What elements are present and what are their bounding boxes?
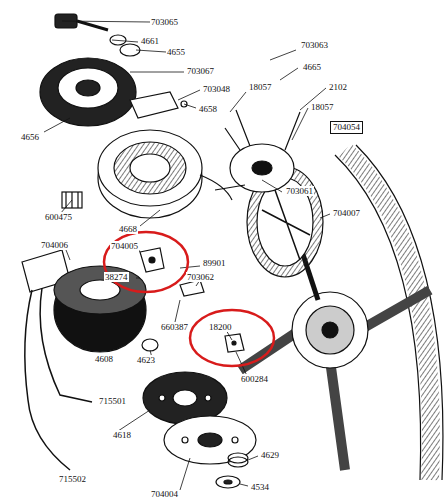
illustration-part (292, 292, 368, 368)
illustration-part (190, 310, 274, 366)
illustration-part (130, 154, 170, 182)
illustration-part (228, 457, 248, 467)
illustration-part (22, 14, 443, 490)
callout-number: 89901 (202, 258, 227, 268)
illustration-part (262, 190, 310, 260)
callout-number: 18200 (208, 322, 233, 332)
illustration-part (232, 341, 236, 345)
illustration-part (149, 257, 155, 263)
illustration-part (140, 248, 164, 272)
callout-number: 703065 (150, 17, 179, 27)
callout-number: 4665 (302, 62, 322, 72)
callout-number: 704005 (110, 241, 139, 251)
illustration-part (164, 416, 256, 464)
callout-number: 4668 (118, 224, 138, 234)
illustration-part (40, 58, 136, 126)
callout-number: 703048 (202, 84, 231, 94)
callout-number: 4534 (250, 482, 270, 492)
illustration-part (77, 21, 108, 30)
callout-number: 703062 (186, 272, 215, 282)
callout-number: 4655 (166, 47, 186, 57)
callout-number: 704007 (332, 208, 361, 218)
illustration-part (216, 476, 240, 488)
callout-number: 715502 (58, 474, 87, 484)
callout-number: 18057 (310, 102, 335, 112)
callout-number: 703061 (285, 186, 314, 196)
illustration-part (252, 161, 272, 175)
callout-number: 704004 (150, 489, 179, 499)
illustration-part (159, 395, 165, 401)
callout-number: 38274 (104, 272, 129, 282)
callout-number: 4658 (198, 104, 218, 114)
illustration-part (225, 110, 300, 150)
callout-number: 4656 (20, 132, 40, 142)
boxed-callout: 704054 (330, 121, 363, 134)
illustration-part (200, 175, 245, 200)
callout-number: 18057 (248, 82, 273, 92)
callout-number: 4623 (136, 355, 156, 365)
illustration-part (205, 395, 211, 401)
illustration-part (180, 280, 204, 296)
illustration-part (76, 80, 100, 96)
callout-number: 4629 (260, 450, 280, 460)
illustration-part (225, 334, 244, 352)
illustration-part (182, 437, 188, 443)
illustration-part (198, 433, 222, 447)
illustration-part (173, 390, 197, 406)
callout-number: 4608 (94, 354, 114, 364)
illustration-part (224, 480, 232, 484)
illustration-part (306, 306, 354, 354)
callout-number: 600284 (240, 374, 269, 384)
illustration-part (230, 144, 294, 192)
illustration-part (322, 322, 338, 338)
illustration-part (98, 130, 202, 206)
illustration-part (130, 92, 178, 118)
illustration-part (240, 290, 430, 470)
callout-number: 660387 (160, 322, 189, 332)
illustration-part (114, 142, 186, 194)
illustration-part (44, 21, 330, 490)
callout-number: 2102 (328, 82, 348, 92)
callout-number: 4661 (140, 36, 160, 46)
callout-number: 600475 (44, 212, 73, 222)
illustration-part (142, 339, 158, 351)
illustration-part (232, 437, 238, 443)
illustration-part (104, 232, 188, 292)
callout-number: 4618 (112, 430, 132, 440)
callout-number: 715501 (98, 396, 127, 406)
callout-number: 704006 (40, 240, 69, 250)
callout-number: 703063 (300, 40, 329, 50)
callout-number: 703067 (186, 66, 215, 76)
callout-number: 704054 (333, 122, 360, 132)
illustration-part (58, 68, 118, 108)
